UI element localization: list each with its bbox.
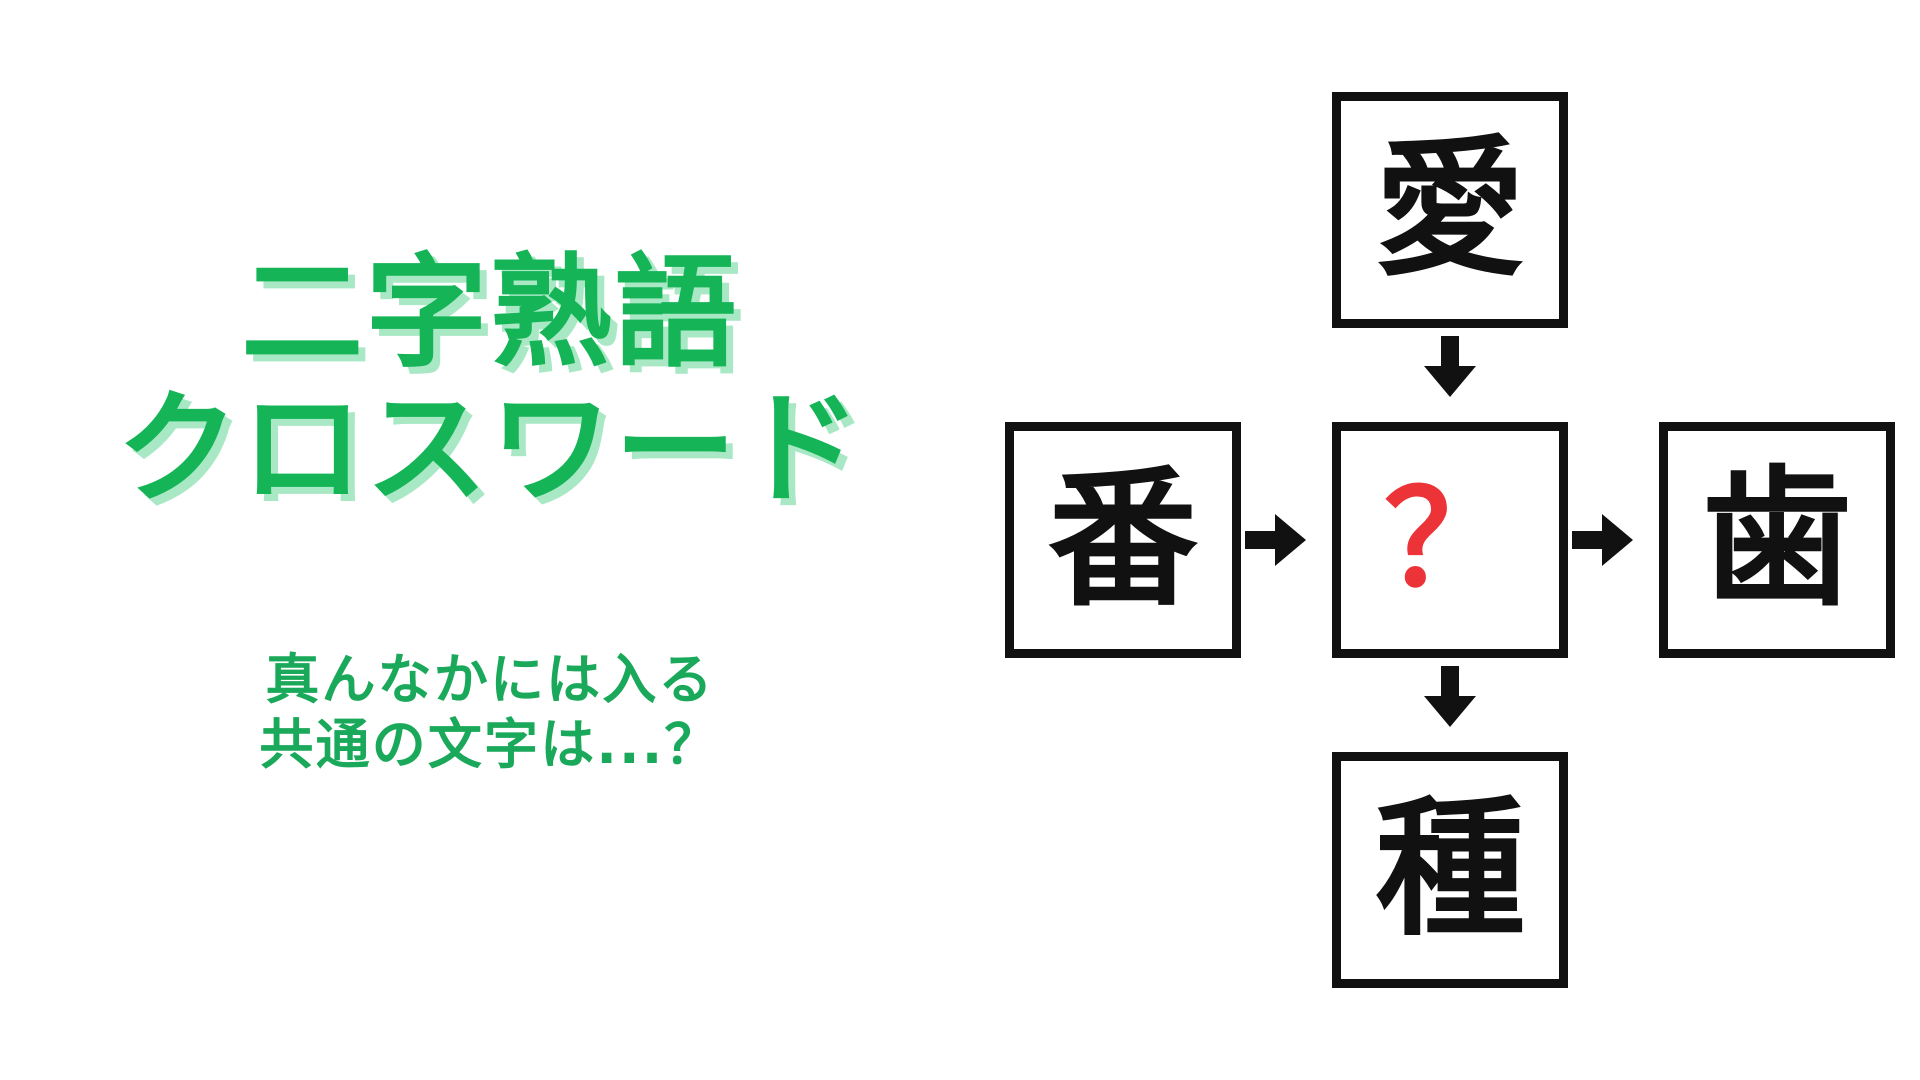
title-panel: 二字熟語 クロスワード 真んなかには入る 共通の文字は...？ — [0, 242, 980, 778]
cell-bottom-character: 種 — [1374, 783, 1525, 957]
arrow-right-icon — [1245, 510, 1307, 570]
arrow-down-icon — [1420, 666, 1480, 728]
subtitle: 真んなかには入る 共通の文字は...？ — [0, 648, 980, 778]
crossword-cell-right[interactable]: 歯 — [1659, 422, 1895, 658]
arrow-down-icon — [1420, 336, 1480, 398]
crossword-cell-top[interactable]: 愛 — [1332, 92, 1568, 328]
cell-right-character: 歯 — [1701, 453, 1852, 627]
page-title: 二字熟語 クロスワード — [0, 242, 980, 520]
cell-left-character: 番 — [1047, 453, 1198, 627]
cell-center-question-mark: ？ — [1384, 463, 1516, 617]
subtitle-line-2: 共通の文字は...？ — [259, 712, 721, 776]
crossword-diagram: 愛 番 ？ 歯 種 — [980, 0, 1920, 1080]
subtitle-line-1: 真んなかには入る — [265, 648, 715, 711]
title-line-1: 二字熟語 — [241, 242, 739, 384]
crossword-cell-bottom[interactable]: 種 — [1332, 752, 1568, 988]
crossword-cell-center-answer[interactable]: ？ — [1332, 422, 1568, 658]
crossword-cell-left[interactable]: 番 — [1005, 422, 1241, 658]
arrow-right-icon — [1572, 510, 1634, 570]
title-line-2: クロスワード — [116, 377, 864, 520]
cell-top-character: 愛 — [1374, 123, 1525, 297]
